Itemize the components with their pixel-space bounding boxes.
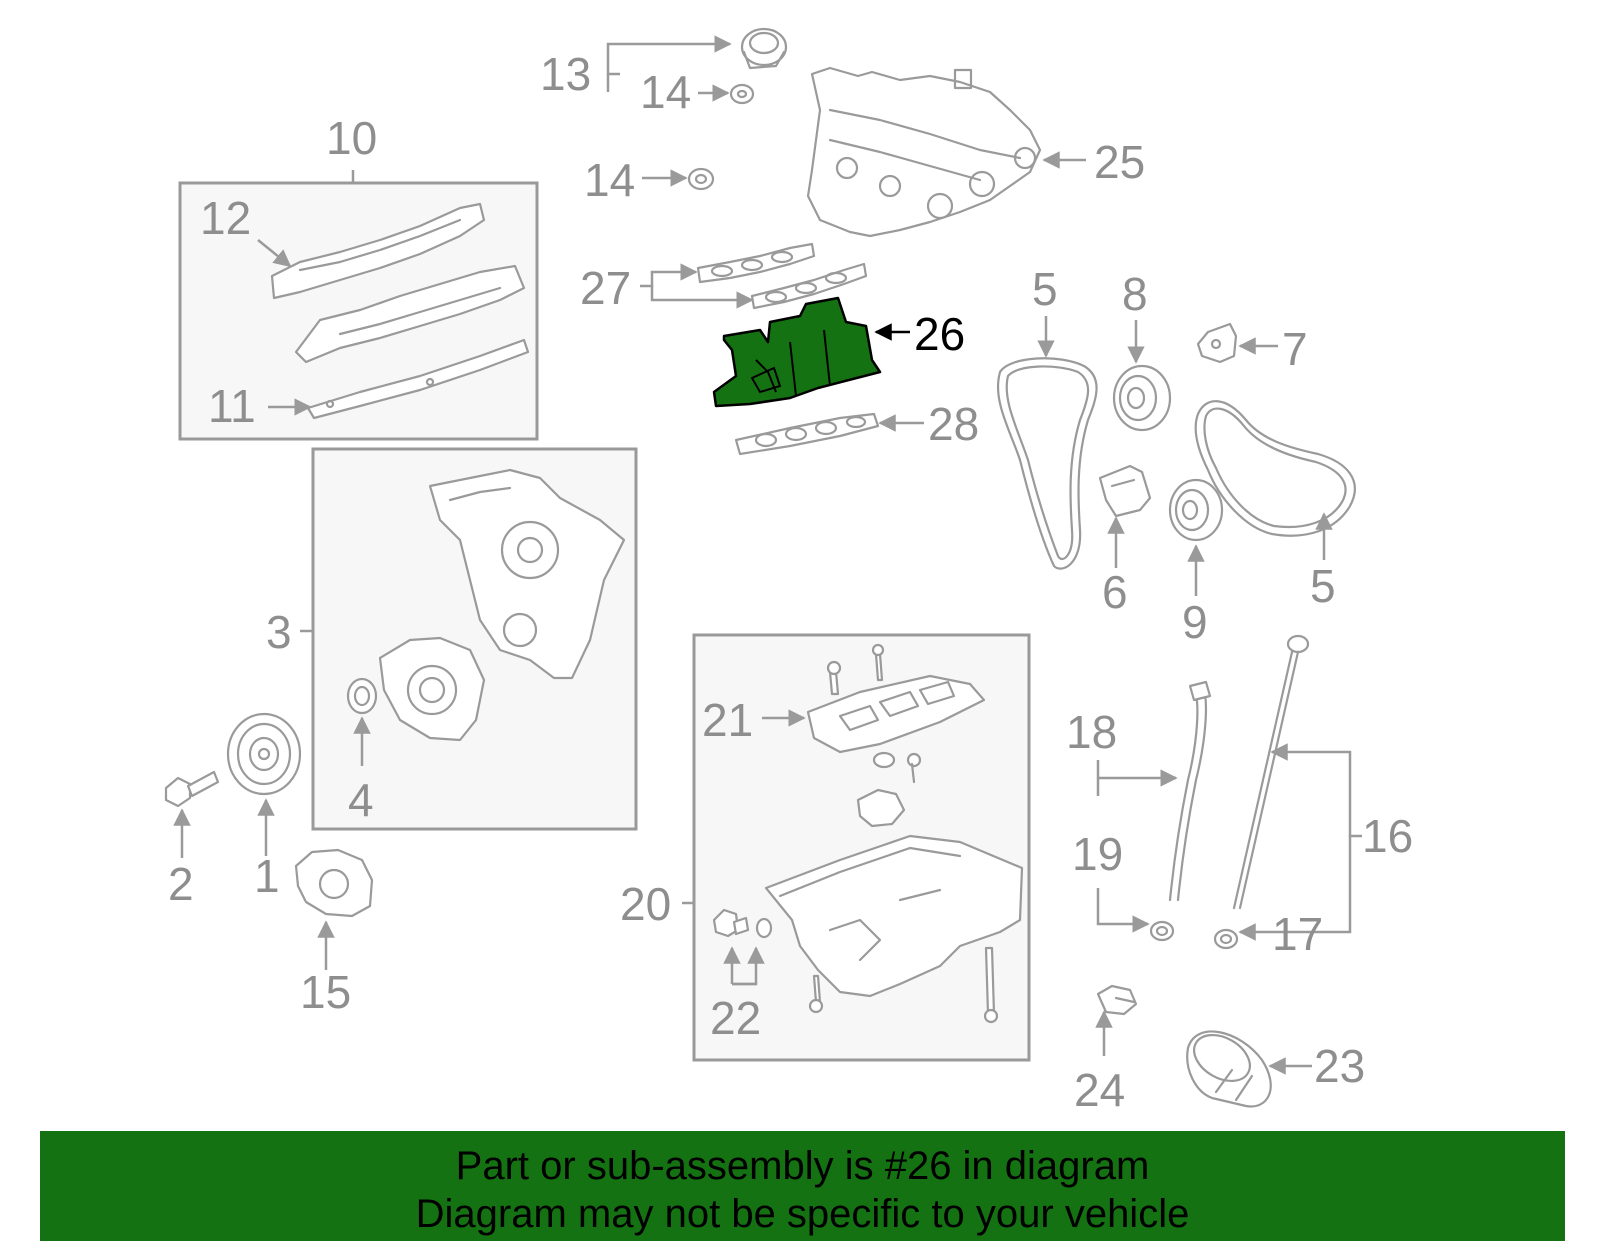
banner-line-disclaimer: Diagram may not be specific to your vehi… [415,1192,1190,1236]
callout-22: 22 [710,992,761,1044]
callout-13: 13 [540,48,591,100]
callout-11: 11 [208,380,256,432]
seal-part-14-lower-inner [694,173,708,185]
bolt-part-2 [164,770,220,808]
callout-28: 28 [928,398,979,450]
callout-10: 10 [326,112,377,164]
oil-pan-part-20 [764,834,1024,998]
callout-19: 19 [1072,828,1123,880]
drain-plug-part-22 [712,908,773,939]
seal-part-17 [1213,928,1239,950]
timing-chain-part-5-right [1194,400,1356,537]
crank-pulley-part-1 [226,712,302,796]
callout-26: 26 [914,308,965,360]
rear-seal-housing [378,636,486,742]
callout-20: 20 [620,878,671,930]
seal-part-14-upper [729,83,755,105]
banner-line-part-info: Part or sub-assembly is #26 in diagram [455,1144,1150,1188]
intake-manifold-part-26 [712,296,882,408]
callout-23: 23 [1314,1040,1365,1092]
timing-chain-part-5-left [996,357,1098,570]
seal-part-4 [346,677,378,715]
gasket-part-27 [696,242,868,310]
dipstick-part-16 [1232,634,1310,910]
callout-24: 24 [1074,1064,1125,1116]
baffle-part-21 [806,643,986,754]
callout-27: 27 [580,262,631,314]
callout-5-left: 5 [1032,263,1058,315]
callout-9: 9 [1182,596,1208,648]
dipstick-tube-part-18 [1168,680,1212,902]
info-banner: Part or sub-assembly is #26 in diagram D… [40,1131,1565,1241]
callout-labels: 10 12 11 13 14 14 25 27 26 28 5 8 7 6 9 … [168,48,1413,1116]
sprocket-part-8 [1112,364,1172,432]
callout-12: 12 [200,192,251,244]
callout-3: 3 [266,606,292,658]
oil-pickup [856,751,922,828]
callout-16: 16 [1362,810,1413,862]
callout-2: 2 [168,858,194,910]
seal-part-14-upper-inner [736,89,748,99]
seal-part-19 [1149,920,1175,942]
sensor-part-24 [1096,984,1138,1016]
heat-shield-part-12 [270,202,486,300]
tensioner-part-7 [1196,322,1238,364]
callout-21: 21 [702,694,753,746]
leader-lines [173,35,1362,1075]
callout-18: 18 [1066,706,1117,758]
seal-part-14-lower [687,167,715,191]
callout-17: 17 [1272,908,1323,960]
callout-4: 4 [348,774,374,826]
pan-bolt-short [808,974,824,1014]
pan-bolt-long [983,946,999,1024]
cylinder-head-part-25 [806,66,1042,238]
chain-guide-part-6 [1098,464,1152,518]
callout-6: 6 [1102,566,1128,618]
gasket-part-28 [734,412,880,456]
callout-15: 15 [300,966,351,1018]
valve-cover-part-11 [294,264,530,420]
callout-14-lower: 14 [584,154,635,206]
callout-25: 25 [1094,136,1145,188]
callout-1: 1 [254,850,280,902]
water-pump-part-15 [294,848,374,918]
callout-8: 8 [1122,268,1148,320]
callout-14-upper: 14 [640,66,691,118]
timing-cover-part-3 [428,468,626,680]
oil-filter-part-23 [1186,1030,1272,1108]
callout-7: 7 [1282,323,1308,375]
oil-cap-part-13 [740,27,788,70]
callout-5-right: 5 [1310,560,1336,612]
sprocket-part-9 [1168,478,1224,542]
